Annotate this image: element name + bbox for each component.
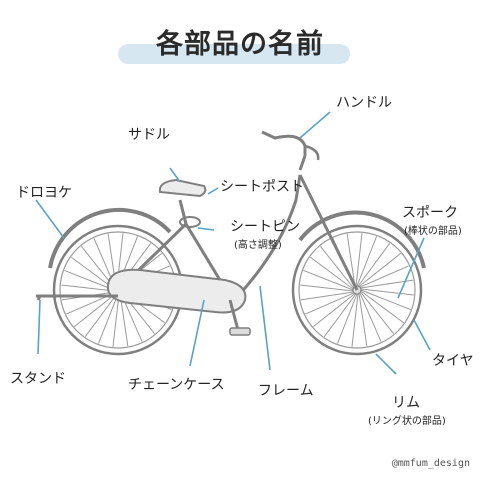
spoke bbox=[356, 236, 378, 287]
front-rim bbox=[298, 231, 416, 349]
spoke bbox=[336, 293, 358, 344]
leader-spoke bbox=[397, 237, 425, 299]
label-handle: ハンドル bbox=[336, 95, 392, 111]
title-highlight-band bbox=[118, 44, 350, 64]
label-spoke: スポーク bbox=[402, 205, 458, 221]
spoke bbox=[310, 256, 354, 290]
spoke bbox=[64, 269, 115, 291]
spoke bbox=[305, 292, 355, 315]
leader-lines bbox=[35, 111, 431, 375]
spoke bbox=[300, 284, 354, 292]
spoke bbox=[300, 291, 354, 301]
label-saddle: サドル bbox=[128, 127, 170, 143]
spoke bbox=[312, 293, 356, 327]
spoke bbox=[71, 256, 115, 290]
label-rim: リム bbox=[392, 395, 420, 411]
spoke bbox=[360, 289, 411, 311]
seat-pin-clamp bbox=[179, 216, 201, 228]
spoke bbox=[112, 293, 120, 347]
pedal bbox=[229, 327, 251, 336]
label-seatpost: シートポスト bbox=[220, 179, 304, 195]
label-chaincase: チェーンケース bbox=[128, 377, 225, 393]
front-fender bbox=[298, 210, 426, 269]
front-spokes bbox=[300, 233, 414, 347]
leader-tire bbox=[413, 319, 431, 351]
chain-case bbox=[106, 268, 247, 314]
label-frame: フレーム bbox=[258, 383, 314, 399]
handlebar bbox=[261, 130, 307, 156]
label-stand: スタンド bbox=[10, 371, 66, 387]
front-fork bbox=[298, 174, 359, 291]
spoke bbox=[358, 293, 368, 347]
spoke bbox=[355, 233, 363, 287]
label-dorohoke: ドロヨケ bbox=[16, 185, 72, 201]
leader-seatpost bbox=[207, 187, 219, 195]
down-tube bbox=[236, 174, 302, 298]
spoke bbox=[359, 292, 382, 342]
label-seatpin: シートピン bbox=[230, 219, 300, 235]
spoke bbox=[97, 293, 119, 344]
head-tube bbox=[298, 155, 307, 171]
spoke bbox=[84, 293, 118, 337]
spoke bbox=[73, 293, 117, 327]
label-tire: タイヤ bbox=[432, 353, 474, 369]
spoke bbox=[61, 284, 115, 292]
credit-text: @mmfum_design bbox=[391, 458, 470, 469]
spoke bbox=[320, 245, 354, 289]
leader-chaincase bbox=[189, 299, 205, 367]
leader-handle bbox=[299, 111, 331, 139]
front-wheel bbox=[291, 224, 423, 356]
leader-stand bbox=[37, 299, 41, 355]
label-rim-note: (リング状の部品) bbox=[368, 416, 446, 427]
spoke bbox=[360, 290, 404, 324]
spoke bbox=[359, 265, 409, 288]
brake-lever bbox=[304, 144, 320, 161]
leader-rim bbox=[375, 353, 397, 375]
leader-dorohoke bbox=[35, 199, 65, 239]
spoke bbox=[303, 269, 354, 291]
kickstand-foot bbox=[36, 295, 42, 301]
spoke bbox=[323, 293, 357, 337]
label-spoke-note: (棒状の部品) bbox=[404, 226, 462, 237]
spoke bbox=[351, 293, 359, 347]
spoke bbox=[357, 243, 391, 287]
front-tire bbox=[291, 224, 423, 356]
spoke bbox=[360, 288, 414, 296]
leader-saddle bbox=[169, 167, 181, 183]
crank-arm bbox=[228, 299, 240, 331]
leader-seatpin bbox=[197, 227, 215, 231]
rear-fender bbox=[48, 207, 172, 269]
leader-frame bbox=[259, 285, 271, 371]
spoke bbox=[358, 253, 402, 287]
seat-post bbox=[178, 199, 188, 225]
page-title: 各部品の名前 bbox=[156, 29, 324, 60]
label-seatpin-note: (高さ調整) bbox=[234, 240, 282, 251]
saddle bbox=[158, 178, 207, 198]
spoke bbox=[360, 291, 394, 335]
spoke bbox=[346, 233, 356, 287]
